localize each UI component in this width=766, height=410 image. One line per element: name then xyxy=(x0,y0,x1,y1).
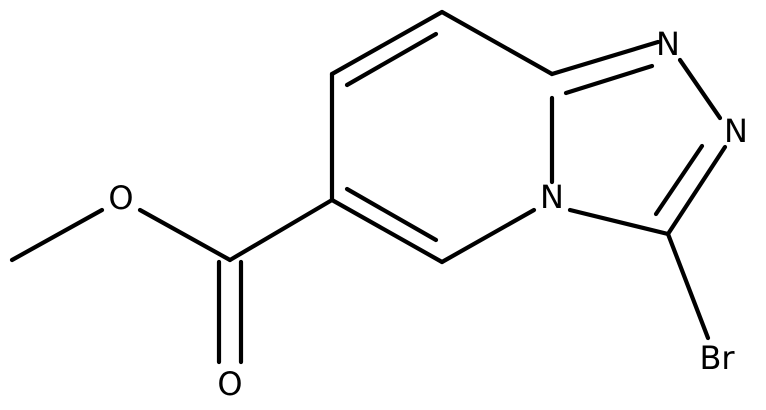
bond-c6-ccarbonyl xyxy=(227,197,335,263)
bond-ccarbonyl-oether xyxy=(137,207,233,263)
atom-n4-label: N xyxy=(540,178,564,216)
bond-c6-c5-inner xyxy=(344,186,439,243)
atom-o-carbonyl-label: O xyxy=(217,365,242,403)
bond-c8-c7-inner xyxy=(344,31,439,88)
bond-c5-n4 xyxy=(439,207,537,265)
bond-c8-c7 xyxy=(329,9,445,77)
bond-n1-n2 xyxy=(677,57,723,121)
bond-c3-br xyxy=(665,231,711,341)
atom-o-ether-label: O xyxy=(108,179,133,217)
atom-n2-label: N xyxy=(724,112,748,150)
bond-c8a-n1 xyxy=(549,39,661,77)
bond-c8a-n1-inner xyxy=(563,63,655,96)
atom-br-label: Br xyxy=(699,339,735,377)
bond-oether-ch3 xyxy=(9,207,105,263)
bond-c8-c8a xyxy=(439,9,555,77)
bond-c3-n4 xyxy=(567,207,671,237)
atom-n1-label: N xyxy=(656,25,680,63)
bond-n2-c3 xyxy=(665,144,728,237)
bond-c6-c5 xyxy=(329,197,445,265)
bond-n2-c3-inner xyxy=(653,143,705,217)
